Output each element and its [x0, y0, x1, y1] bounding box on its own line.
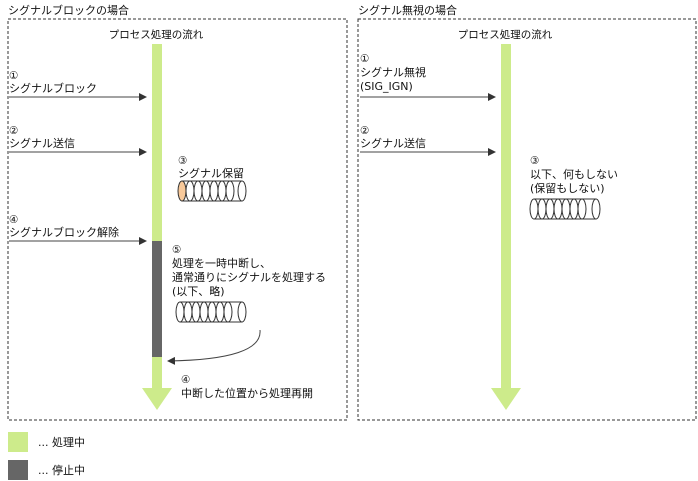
left-step2-number: ②: [9, 125, 18, 137]
left-empty-queue: [175, 301, 247, 323]
right-panel: シグナル無視の場合 プロセス処理の流れ ① シグナル無視 (SIG_IGN) ②…: [357, 3, 697, 421]
right-step1-line2: (SIG_IGN): [360, 80, 413, 93]
left-step5-number: ⑤: [172, 244, 181, 256]
left-flow-arrow-head: [142, 388, 172, 410]
left-step6-number: ④: [181, 374, 190, 386]
left-return-arrow: [167, 329, 261, 365]
right-step2-number: ②: [360, 125, 369, 137]
right-flow-processing-bar: [501, 44, 511, 388]
right-step1-number: ①: [360, 53, 369, 65]
right-panel-frame: [357, 18, 697, 421]
left-flow-resume-bar: [152, 357, 162, 388]
left-step4-label: シグナルブロック解除: [9, 225, 119, 239]
left-step1-label: シグナルブロック: [9, 81, 97, 95]
left-flow-label: プロセス処理の流れ: [109, 28, 204, 41]
right-step2-label: シグナル送信: [360, 136, 426, 150]
left-step5-line1: 処理を一時中断し、: [172, 256, 271, 270]
legend: ... 処理中 ... 停止中: [8, 432, 85, 480]
left-step5-line3: (以下、略): [172, 284, 225, 298]
right-step1-line1: シグナル無視: [360, 65, 426, 79]
right-flow-label: プロセス処理の流れ: [458, 28, 553, 41]
left-step6-label: 中断した位置から処理再開: [181, 386, 313, 400]
left-panel-frame: [7, 18, 348, 421]
left-step3-number: ③: [178, 155, 187, 167]
left-step4-number: ④: [9, 214, 18, 226]
right-flow-arrow-head: [491, 388, 521, 410]
left-step3-label: シグナル保留: [178, 166, 244, 180]
right-panel-title: シグナル無視の場合: [358, 3, 457, 17]
legend-stopped-swatch: [8, 460, 28, 480]
left-step1-number: ①: [9, 70, 18, 82]
right-step3-line1: 以下、何もしない: [530, 168, 618, 181]
legend-stopped-label: ... 停止中: [38, 463, 85, 477]
left-step2-label: シグナル送信: [9, 136, 75, 150]
right-step3-number: ③: [530, 155, 539, 167]
pending-signal-slot: [177, 180, 187, 202]
left-flow-stopped-bar: [152, 241, 162, 357]
left-panel-title: シグナルブロックの場合: [8, 3, 129, 17]
legend-processing-label: ... 処理中: [38, 436, 85, 449]
left-step5-line2: 通常通りにシグナルを処理する: [172, 270, 326, 284]
left-pending-queue: [177, 180, 247, 202]
right-step3-line2: (保留もしない): [530, 181, 605, 195]
right-empty-queue: [529, 198, 601, 220]
legend-processing-swatch: [8, 432, 28, 452]
left-panel: シグナルブロックの場合 プロセス処理の流れ ① シグナルブロック ② シグナル送…: [7, 3, 348, 421]
left-flow-processing-bar: [152, 44, 162, 241]
